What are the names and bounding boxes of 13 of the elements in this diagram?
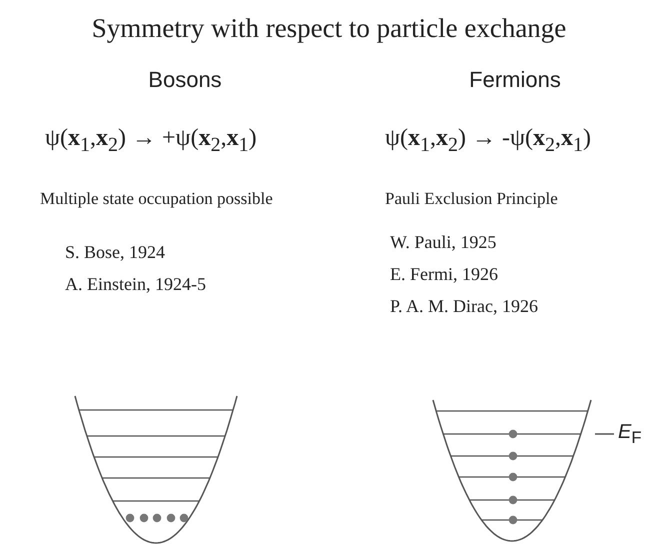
- citation: E. Fermi, 1926: [390, 265, 498, 285]
- citation: A. Einstein, 1924-5: [65, 275, 206, 295]
- column-heading: Fermions: [469, 68, 561, 92]
- citation: P. A. M. Dirac, 1926: [390, 297, 538, 317]
- citation: S. Bose, 1924: [65, 243, 166, 263]
- description: Multiple state occupation possible: [40, 190, 273, 209]
- formula: ψ(x$_{1}$,x$_{2}$) → +ψ(x$_{2}$,x$_{1}$): [45, 125, 257, 156]
- fermi-energy-label: E$_{F}$: [618, 421, 642, 448]
- column-heading: Bosons: [148, 68, 222, 92]
- citation: W. Pauli, 1925: [390, 233, 496, 253]
- description: Pauli Exclusion Principle: [385, 190, 558, 209]
- formula: ψ(x$_{1}$,x$_{2}$) → -ψ(x$_{2}$,x$_{1}$): [385, 125, 592, 156]
- title: Symmetry with respect to particle exchange: [92, 14, 566, 44]
